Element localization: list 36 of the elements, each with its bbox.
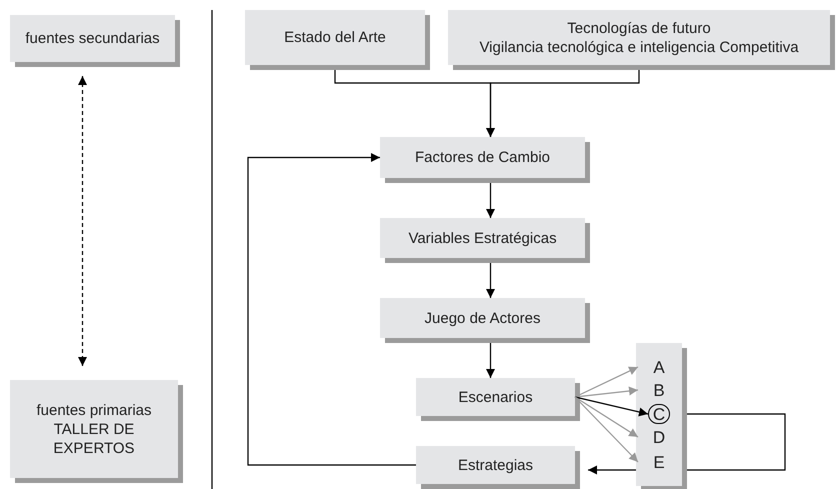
process-box [416,378,575,416]
arrow [486,70,640,137]
box-text: Estado del Arte [284,28,386,47]
process-box [380,137,585,178]
box-text: Variables Estratégicas [408,228,557,248]
process-box [380,218,585,258]
process-box [380,298,585,338]
arrow [78,76,87,366]
box-text: Factores de Cambio [414,148,550,167]
letter-label: B [638,380,680,400]
box-text: fuentes secundarias [25,29,160,48]
arrow [574,366,638,398]
box-text: Juego de Actores [424,308,540,328]
letter-label: A [638,357,680,377]
box-text: Tecnologías de futuro [567,18,711,38]
arrow [486,263,495,298]
box-text: Estrategias [458,456,534,474]
process-box [416,446,575,484]
letter-column [636,343,682,486]
letter-label: E [638,452,680,472]
arrow [486,183,495,218]
circled-letter: C [648,404,670,424]
box-text: Vigilancia tecnológica e inteligencia Competitiva [479,38,799,56]
process-box [10,380,178,478]
arrow [574,396,648,416]
box-text: Escenarios [458,388,533,406]
box-text: TALLER DE EXPERTOS [52,420,136,458]
process-box [10,15,175,62]
arrow [486,343,495,378]
arrow [574,396,638,462]
process-box [245,10,425,65]
letter-label: D [638,427,680,447]
process-box [448,10,830,65]
arrow [247,153,416,466]
arrow [574,396,638,438]
box-text: fuentes primarias [36,400,152,420]
